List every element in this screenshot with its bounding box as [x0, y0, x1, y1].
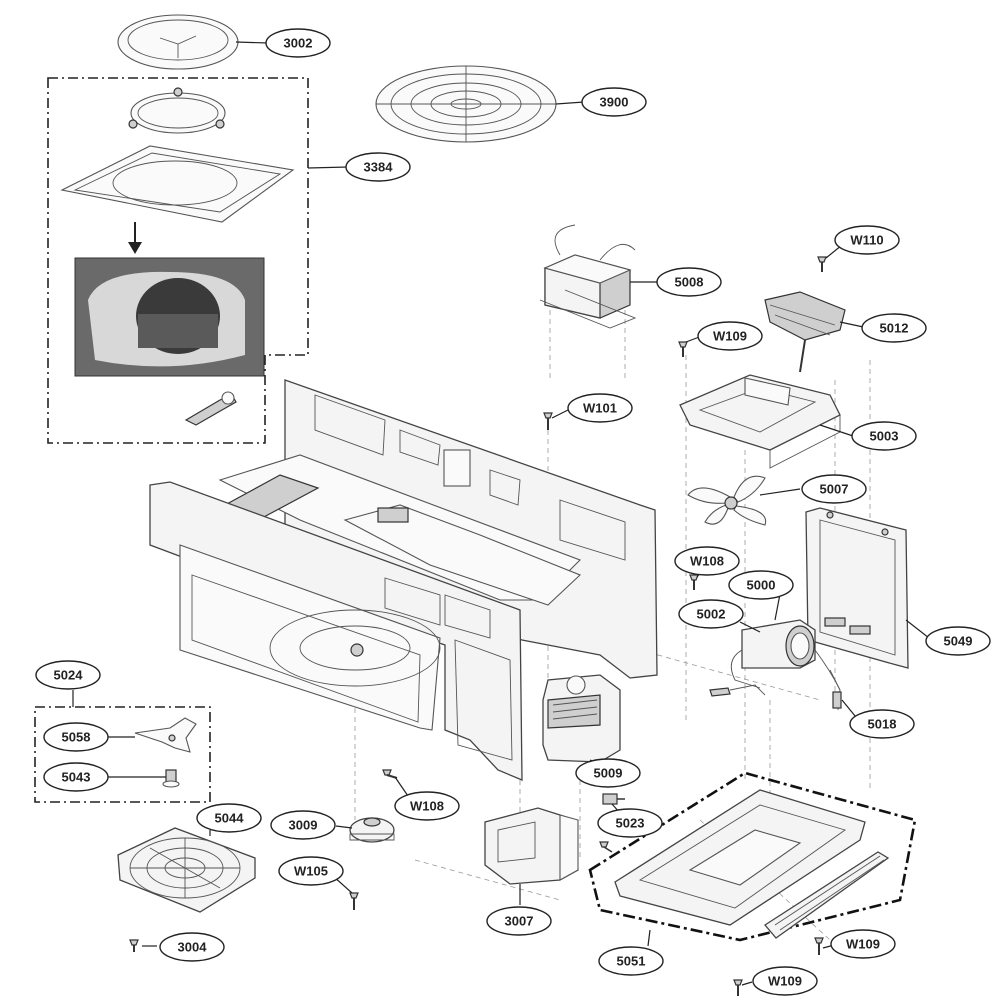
callout-w110: W110	[834, 225, 900, 255]
svg-text:3384: 3384	[364, 160, 394, 175]
bottom-plate-5051	[614, 789, 866, 926]
screw-w108-right	[689, 574, 699, 590]
svg-text:5024: 5024	[54, 668, 84, 683]
screw-w109-top	[678, 341, 688, 357]
callout-5008: 5008	[656, 267, 722, 297]
screw-w109-bottom	[733, 979, 743, 996]
turntable-plate	[60, 145, 295, 223]
callout-w109-mid: W109	[830, 929, 896, 959]
stirrer-cover-5044	[117, 827, 256, 913]
roller-ring	[128, 87, 226, 134]
oven-cavity-chassis	[149, 379, 658, 781]
fan-motor-5012	[764, 291, 846, 373]
callout-3004: 3004	[159, 932, 225, 962]
magnetron-5009	[542, 674, 621, 763]
svg-text:5058: 5058	[62, 730, 91, 745]
callout-5051: 5051	[598, 946, 664, 976]
transformer-5008	[539, 224, 637, 329]
svg-text:5051: 5051	[617, 954, 646, 969]
svg-text:3007: 3007	[505, 914, 534, 929]
wire-rack-3900	[375, 65, 557, 143]
callout-5043: 5043	[43, 762, 109, 792]
screw-w110	[817, 256, 827, 272]
callout-3900: 3900	[581, 87, 647, 117]
callout-5007: 5007	[801, 474, 867, 504]
callout-5009: 5009	[575, 758, 641, 788]
screw-w105	[349, 892, 359, 910]
thermal-cutoff-5023	[599, 793, 625, 853]
turntable-coupler	[184, 391, 237, 426]
svg-text:5008: 5008	[675, 275, 704, 290]
grille-strip	[764, 851, 890, 939]
callout-3007: 3007	[486, 906, 552, 936]
svg-text:5000: 5000	[747, 578, 776, 593]
svg-text:5049: 5049	[944, 634, 973, 649]
stirrer-5058	[134, 717, 197, 753]
svg-text:W109: W109	[846, 937, 880, 952]
svg-text:3900: 3900	[600, 95, 629, 110]
callout-5024: 5024	[35, 660, 101, 690]
side-panel-5049	[805, 507, 909, 669]
callout-5012: 5012	[861, 313, 927, 343]
bracket-3007	[484, 807, 579, 885]
svg-text:5023: 5023	[616, 816, 645, 831]
callout-5058: 5058	[43, 722, 109, 752]
hv-diode-5002	[709, 684, 766, 697]
svg-text:5018: 5018	[868, 717, 897, 732]
callout-w108-lower: W108	[394, 791, 460, 821]
callout-w101: W101	[567, 393, 633, 423]
svg-text:5007: 5007	[820, 482, 849, 497]
svg-text:W109: W109	[713, 329, 747, 344]
svg-text:5044: 5044	[215, 811, 245, 826]
callout-w109-bottom: W109	[752, 966, 818, 996]
callout-5002: 5002	[678, 599, 744, 629]
callout-5000: 5000	[728, 570, 794, 600]
callout-5044: 5044	[196, 803, 262, 833]
callout-w109-top: W109	[697, 321, 763, 351]
svg-text:5009: 5009	[594, 766, 623, 781]
callout-3009: 3009	[270, 810, 336, 840]
callout-w105: W105	[278, 856, 344, 886]
callout-w108-right: W108	[674, 546, 740, 576]
svg-text:5043: 5043	[62, 770, 91, 785]
screw-w101	[543, 412, 553, 430]
svg-text:5003: 5003	[870, 429, 899, 444]
callout-5003: 5003	[851, 421, 917, 451]
turntable-photo	[74, 257, 265, 377]
screw-w108-lower	[382, 769, 398, 779]
fan-bracket-5003	[679, 374, 841, 469]
svg-text:W110: W110	[850, 233, 883, 248]
svg-text:W108: W108	[690, 554, 724, 569]
hv-capacitor-5000	[730, 619, 841, 691]
callout-3002: 3002	[265, 28, 331, 58]
svg-text:W101: W101	[583, 401, 617, 416]
fuse-5018	[829, 669, 842, 711]
group-box-5051	[588, 771, 917, 942]
stirrer-shaft-5043	[162, 769, 180, 788]
svg-text:W109: W109	[768, 974, 802, 989]
callout-5023: 5023	[597, 808, 663, 838]
arrow-down-icon	[128, 222, 142, 254]
group-box-3384	[47, 77, 309, 444]
screw-w109-mid	[814, 937, 824, 955]
svg-text:3009: 3009	[289, 818, 318, 833]
screw-3004	[129, 939, 139, 952]
fan-blade-5007	[687, 475, 767, 526]
callout-5049: 5049	[925, 626, 991, 656]
callout-5018: 5018	[849, 709, 915, 739]
group-box-5024	[34, 706, 211, 803]
tray-cover-3002	[117, 14, 239, 70]
svg-text:5002: 5002	[697, 607, 726, 622]
svg-text:W105: W105	[294, 864, 328, 879]
svg-text:3002: 3002	[284, 36, 313, 51]
svg-text:3004: 3004	[178, 940, 208, 955]
turntable-motor-3009	[349, 817, 395, 843]
svg-text:W108: W108	[410, 799, 444, 814]
svg-text:5012: 5012	[880, 321, 909, 336]
callout-3384: 3384	[345, 152, 411, 182]
